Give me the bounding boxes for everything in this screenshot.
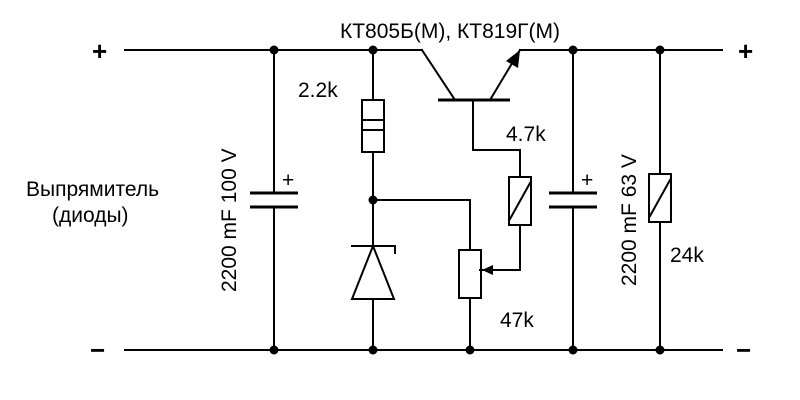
junction-dot [655,45,665,55]
trimmer-resistor-r4 [648,49,672,351]
resistor-r1 [361,49,385,246]
resistor-r2-label: 4.7k [506,123,546,146]
potentiometer-r3-label: 47k [500,309,534,332]
capacitor-c2-label: 2200 mF 63 V [618,154,641,286]
resistor-r4-label: 24k [670,244,704,267]
rectifier-sublabel: (диоды) [52,204,129,227]
capacitor-c2-polarity: + [581,169,593,192]
capacitor-c1-polarity: + [282,169,294,192]
junction-dot [465,345,475,355]
rectifier-label: Выпрямитель [26,178,159,201]
resistor-r1-label: 2.2k [298,79,338,102]
output-minus-terminal: − [736,335,751,365]
output-plus-terminal: + [738,36,753,66]
junction-dot [568,345,578,355]
junction-dot [368,195,378,205]
capacitor-c2 [549,49,597,351]
transistor-label: КТ805Б(М), КТ819Г(М) [340,20,560,43]
potentiometer-r3 [458,199,482,351]
capacitor-c1 [250,49,298,351]
trimmer-resistor-r2 [479,176,532,275]
collector-wire [472,149,521,178]
zener-diode-vd1 [350,243,396,351]
junction-dot [368,345,378,355]
junction-dot [269,45,279,55]
junction-dot [568,45,578,55]
junction-dot [368,45,378,55]
capacitor-c1-label: 2200 mF 100 V [218,148,241,292]
input-minus-terminal: − [90,335,105,365]
input-plus-terminal: + [92,36,107,66]
junction-dot [269,345,279,355]
transistor-vt1 [420,48,522,151]
junction-dots [269,45,665,355]
junction-dot [655,345,665,355]
